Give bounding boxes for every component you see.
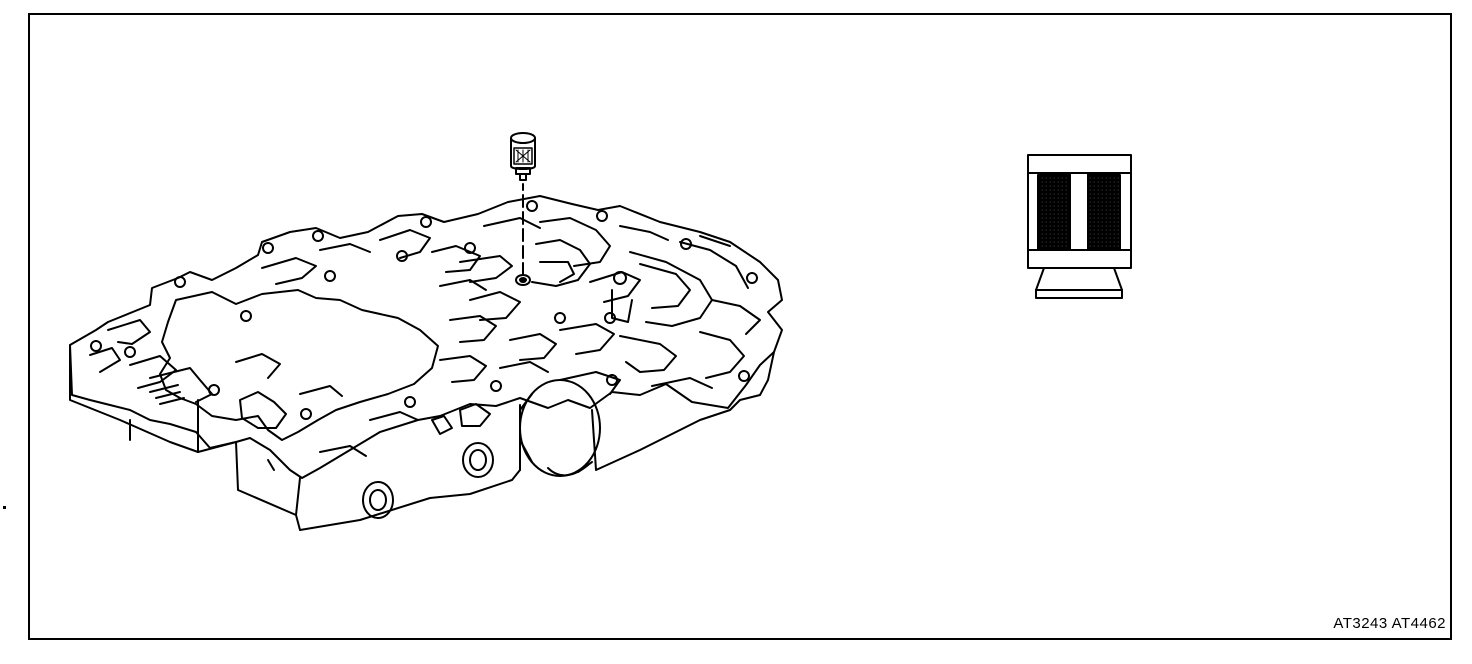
margin-mark: [3, 506, 6, 509]
valve-body-icon: [69, 195, 783, 531]
figure-frame: [28, 13, 1452, 640]
figure-code-label: AT3243 AT4462: [1333, 615, 1446, 632]
strainer-detail-icon: [1027, 154, 1132, 299]
strainer-icon: [510, 132, 536, 276]
